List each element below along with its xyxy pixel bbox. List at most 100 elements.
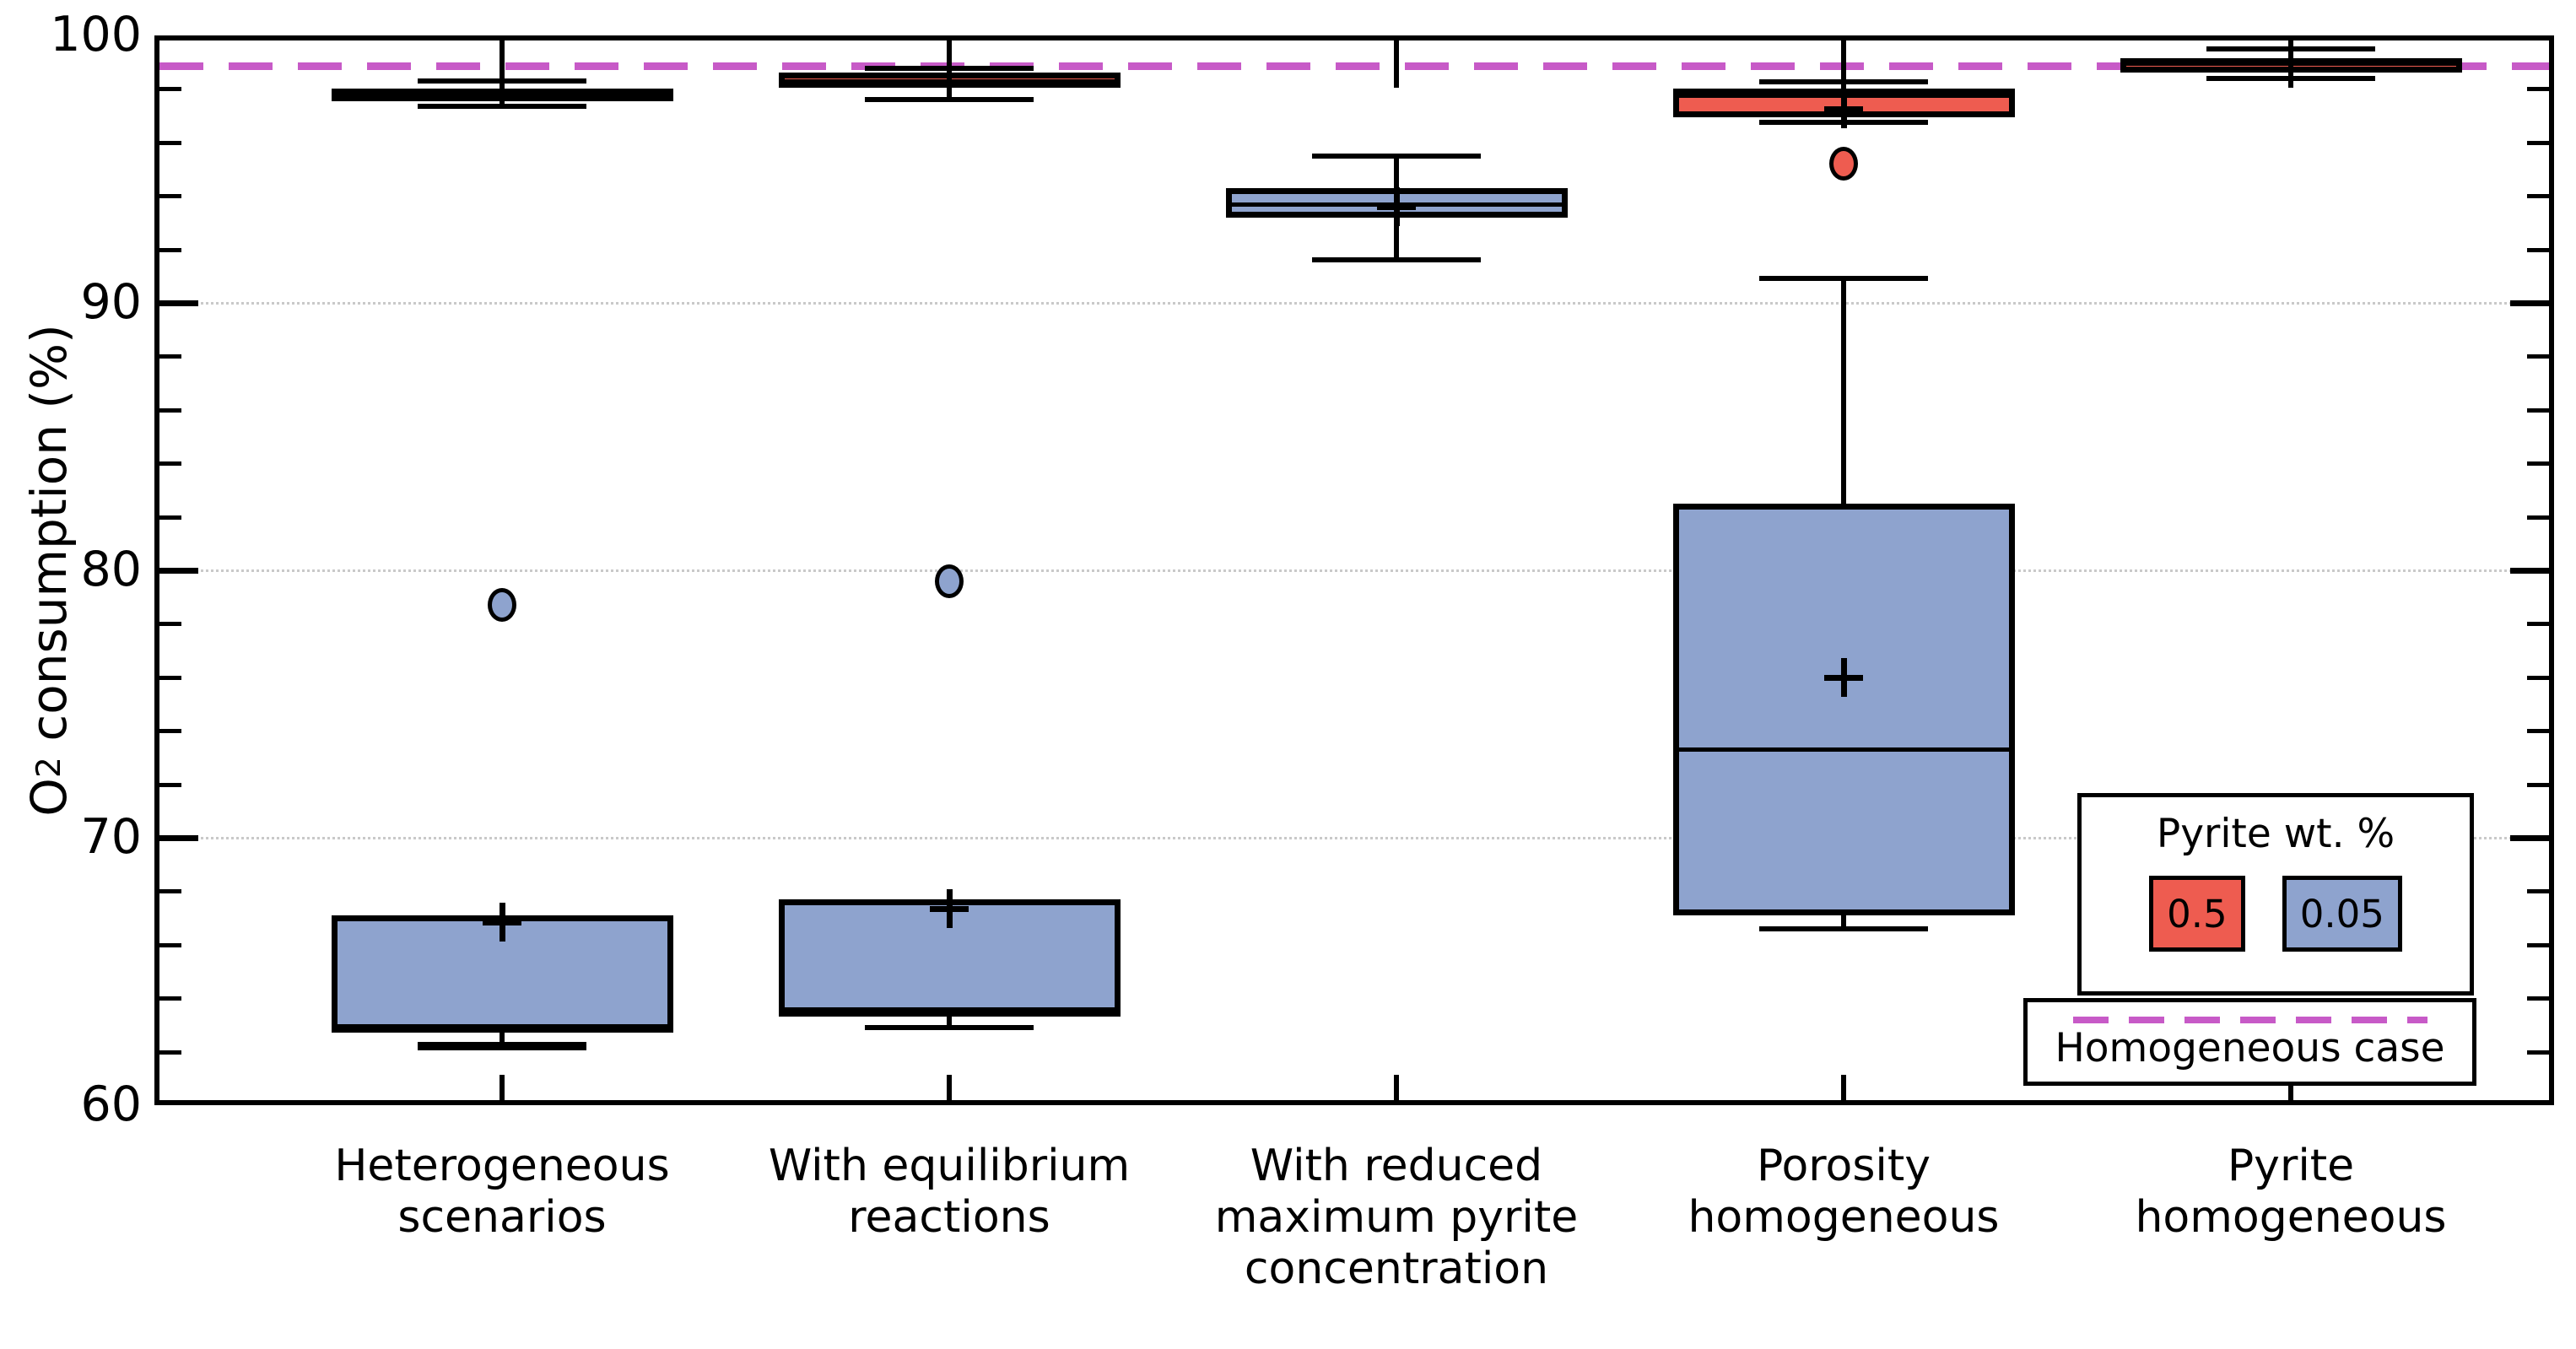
outlier-point <box>1829 147 1858 181</box>
legend-homogeneous-case: Homogeneous case <box>2023 998 2476 1086</box>
y-minor-tick <box>159 407 181 413</box>
y-major-tick <box>159 300 198 306</box>
legend-swatch-0.05: 0.05 <box>2282 876 2402 952</box>
y-minor-tick <box>159 461 181 467</box>
y-axis-title-prefix: O <box>20 778 78 817</box>
x-category-label-line: Pyrite <box>2227 1141 2355 1191</box>
x-category-label-line: concentration <box>1244 1244 1549 1294</box>
mean-marker <box>1394 186 1400 226</box>
y-minor-tick <box>159 247 181 252</box>
y-major-tick <box>159 835 198 841</box>
y-minor-tick <box>2527 675 2549 680</box>
outlier-point <box>935 564 964 598</box>
y-minor-tick <box>159 942 181 947</box>
x-tick-bottom <box>500 1075 505 1100</box>
y-minor-tick <box>2527 354 2549 359</box>
y-minor-tick <box>159 996 181 1001</box>
y-minor-tick <box>2527 407 2549 413</box>
y-axis-title-rest: consumption (%) <box>20 324 78 758</box>
y-minor-tick <box>159 675 181 680</box>
y-minor-tick <box>2527 622 2549 627</box>
whisker-cap-low <box>1312 257 1481 263</box>
box <box>1672 503 2015 915</box>
whisker-line <box>500 100 505 106</box>
y-minor-tick <box>2527 942 2549 947</box>
x-tick-top <box>1394 40 1399 88</box>
x-tick-bottom <box>2288 1075 2293 1100</box>
mean-marker <box>500 902 505 942</box>
whisker-cap-low <box>865 97 1034 103</box>
whisker-line <box>1841 915 1846 929</box>
y-tick-label-70: 70 <box>80 809 142 865</box>
x-category-label-line: homogeneous <box>2135 1192 2447 1243</box>
y-tick-label-80: 80 <box>80 542 142 597</box>
x-category-label-line: Heterogeneous <box>334 1141 670 1191</box>
x-tick-bottom <box>1841 1075 1846 1100</box>
y-major-tick <box>2510 835 2549 841</box>
plot-area <box>154 35 2554 1105</box>
y-minor-tick <box>159 1050 181 1055</box>
x-category-label-line: maximum pyrite <box>1214 1192 1579 1243</box>
median-line <box>337 92 667 97</box>
y-tick-label-60: 60 <box>80 1077 142 1132</box>
legend-swatches: 0.5 0.05 <box>2149 876 2402 952</box>
y-minor-tick <box>2527 782 2549 787</box>
y-minor-tick <box>2527 140 2549 145</box>
y-minor-tick <box>2527 515 2549 520</box>
y-minor-tick <box>159 354 181 359</box>
y-minor-tick <box>2527 889 2549 894</box>
whisker-line <box>1841 278 1846 504</box>
gridline-80 <box>159 569 2549 572</box>
mean-marker <box>1841 657 1847 697</box>
whisker-cap-high <box>1759 276 1928 282</box>
y-minor-tick <box>159 87 181 92</box>
whisker-line <box>947 1017 952 1028</box>
box <box>778 898 1121 1017</box>
x-tick-bottom <box>947 1075 952 1100</box>
legend-pyrite-wt: Pyrite wt. % 0.5 0.05 <box>2077 793 2474 996</box>
whisker-cap-low <box>418 1042 586 1051</box>
whisker-line <box>1394 217 1399 261</box>
x-category-label-line: Porosity <box>1756 1141 1931 1191</box>
legend-title: Pyrite wt. % <box>2156 811 2395 857</box>
y-minor-tick <box>159 140 181 145</box>
whisker-cap-low <box>418 104 586 109</box>
homogeneous-case-line <box>159 62 2549 70</box>
y-minor-tick <box>159 194 181 199</box>
y-minor-tick <box>159 515 181 520</box>
x-tick-top <box>2288 40 2293 88</box>
x-category-label-line: reactions <box>848 1192 1050 1243</box>
y-minor-tick <box>2527 194 2549 199</box>
median-line <box>1678 747 2009 753</box>
gridline-90 <box>159 302 2549 305</box>
y-tick-label-100: 100 <box>50 7 142 62</box>
x-tick-top <box>1841 40 1846 88</box>
y-tick-label-90: 90 <box>80 274 142 330</box>
x-category-label-line: With reduced <box>1250 1141 1543 1191</box>
whisker-line <box>1394 155 1399 188</box>
dashed-line-sample <box>2072 1017 2427 1023</box>
y-minor-tick <box>2527 996 2549 1001</box>
y-minor-tick <box>159 729 181 734</box>
x-category-label-line: scenarios <box>397 1192 607 1243</box>
mean-marker <box>947 889 953 928</box>
x-tick-top <box>947 40 952 88</box>
y-minor-tick <box>2527 247 2549 252</box>
mean-marker <box>1841 89 1847 129</box>
y-minor-tick <box>2527 729 2549 734</box>
whisker-cap-high <box>1312 153 1481 159</box>
y-major-tick <box>159 568 198 574</box>
y-major-tick <box>2510 568 2549 574</box>
whisker-line <box>947 87 952 100</box>
whisker-line <box>500 1033 505 1047</box>
median-line <box>337 1024 667 1029</box>
y-minor-tick <box>159 782 181 787</box>
legend-homogeneous-label: Homogeneous case <box>2055 1025 2445 1071</box>
whisker-cap-low <box>865 1025 1034 1031</box>
gridline-70 <box>159 837 2549 839</box>
y-minor-tick <box>159 889 181 894</box>
